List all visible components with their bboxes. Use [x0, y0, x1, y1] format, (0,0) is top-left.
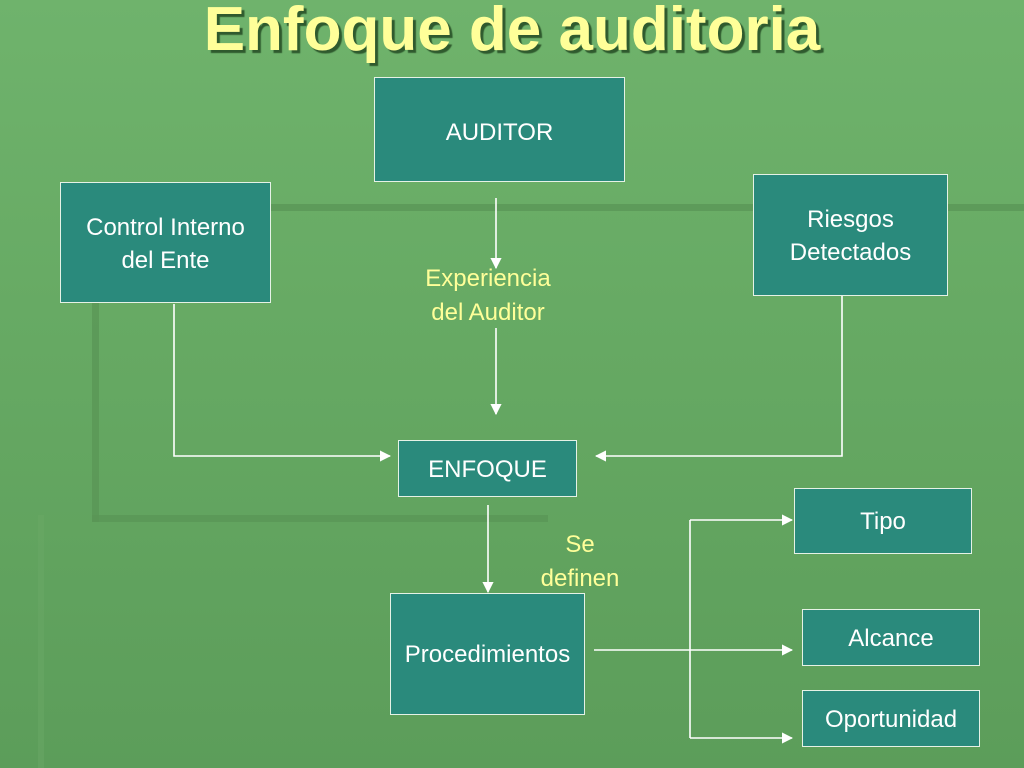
- control-interno-box: Control Interno del Ente: [60, 182, 271, 303]
- enfoque-box: ENFOQUE: [398, 440, 577, 497]
- background-band-lower: [38, 515, 44, 768]
- oportunidad-box: Oportunidad: [802, 690, 980, 747]
- background-band-top: [92, 204, 1024, 211]
- background-band-middle: [92, 515, 548, 522]
- experiencia-label: Experiencia del Auditor: [425, 265, 551, 326]
- background-band-left: [92, 204, 99, 522]
- auditor-box: AUDITOR: [374, 77, 625, 182]
- alcance-box: Alcance: [802, 609, 980, 666]
- tipo-box: Tipo: [794, 488, 972, 554]
- connector-riesgos-enfoque: [594, 296, 843, 462]
- se-definen-label: Se definen: [540, 531, 620, 592]
- page-title: Enfoque de auditoria: [203, 0, 821, 64]
- riesgos-detectados-box: Riesgos Detectados: [753, 174, 948, 296]
- procedimientos-box: Procedimientos: [390, 593, 585, 715]
- connector-control-enfoque: [173, 304, 392, 462]
